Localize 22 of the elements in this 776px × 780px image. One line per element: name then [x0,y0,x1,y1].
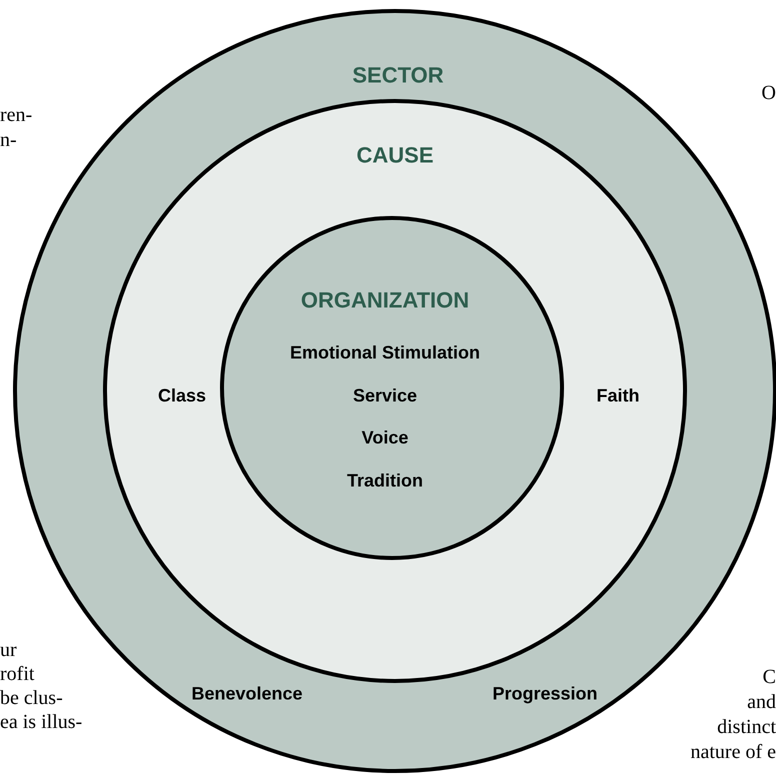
text-fragment: rofit [0,664,34,684]
text-fragment: be clus- [0,688,63,708]
text-fragment: O [762,83,776,103]
ring-item: Voice [362,426,408,450]
ring-item: Tradition [347,470,423,492]
text-fragment: ur [0,640,17,660]
ring-heading: CAUSE [356,142,434,170]
ring-item: Benevolence [191,682,303,706]
ring-heading: ORGANIZATION [300,286,470,314]
text-fragment: distinct [717,717,776,737]
text-fragment: ea is illus- [0,712,82,732]
text-fragment: and [747,692,776,712]
ring-heading: SECTOR [352,62,444,90]
text-fragment: nature of e [690,742,776,762]
ring-item: Class [158,384,206,408]
ring-item: Emotional Stimulation [290,342,480,364]
text-fragment: n- [0,130,17,150]
ring-item: Service [352,384,418,408]
text-fragment: C [762,667,776,687]
ring-item: Faith [596,384,640,408]
ring-item: Progression [492,682,598,706]
text-fragment: ren- [0,105,32,125]
